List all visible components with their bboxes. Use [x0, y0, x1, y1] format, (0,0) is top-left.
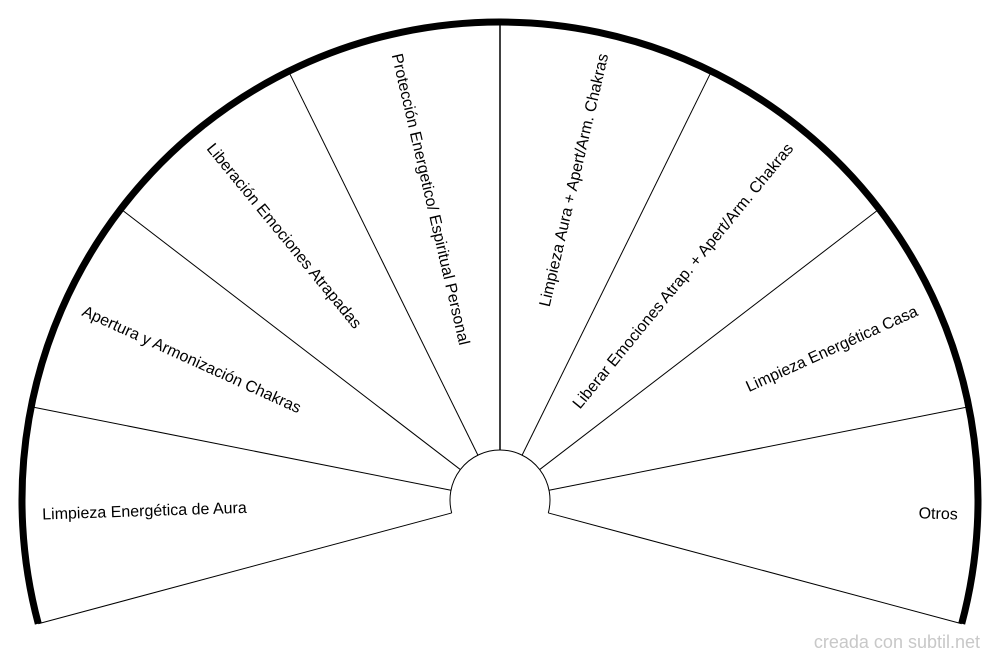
sector-divider: [548, 406, 969, 491]
sector-label: Otros: [918, 505, 958, 523]
sector-divider: [288, 71, 479, 456]
sector-divider: [31, 406, 452, 491]
sector-divider: [521, 71, 712, 456]
sector-label: Limpieza Energética de Aura: [42, 500, 247, 524]
sector-label: Limpieza Energética Casa: [744, 303, 921, 396]
sector-label: Limpieza Aura + Apert/Arm. Chakras: [537, 52, 612, 308]
sector-label: Protección Energetico/ Espiritual Person…: [388, 52, 472, 347]
inner-arc: [449, 449, 551, 514]
sector-divider: [38, 512, 452, 625]
sector-divider: [539, 208, 880, 470]
sector-label: Apertura y Armonización Chakras: [79, 303, 303, 417]
sector-divider: [548, 512, 962, 625]
sector-divider: [120, 208, 461, 470]
sector-label: Liberación Emociones Atrapadas: [203, 141, 365, 333]
watermark: creada con subtil.net: [813, 632, 980, 652]
outer-arc: [18, 18, 982, 625]
